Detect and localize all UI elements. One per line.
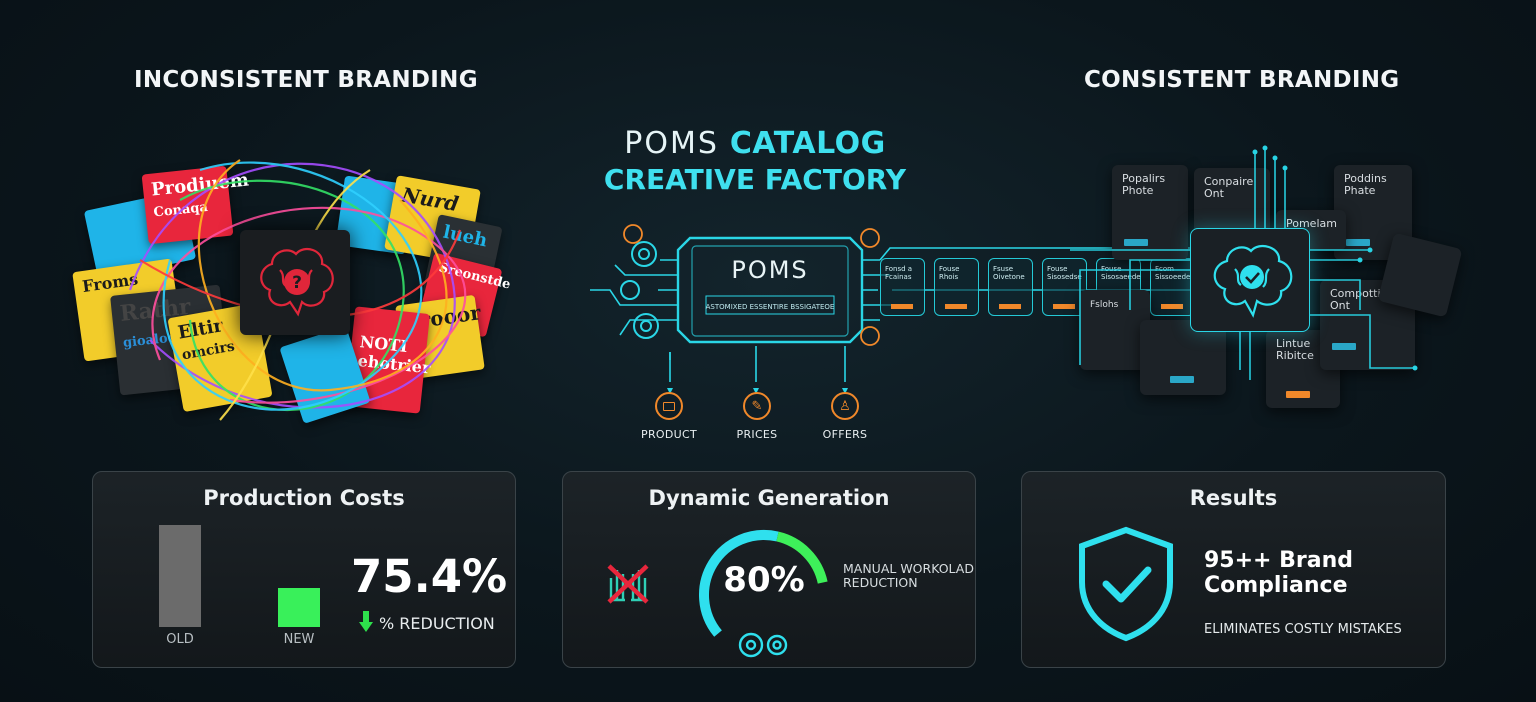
ai-brain-box	[1190, 228, 1310, 332]
flow-card: Fouse Rhois	[934, 258, 979, 316]
dynamic-generation-panel: Dynamic Generation 80% MANUAL WORKOLAD R…	[562, 471, 976, 668]
compliance-text: 95++ Brand Compliance	[1204, 548, 1353, 599]
compliance-line1: 95++ Brand	[1204, 548, 1354, 573]
gears-icon	[738, 632, 788, 658]
workload-desc-line1: MANUAL WORKOLAD	[843, 561, 974, 576]
compliance-line2: Compliance	[1204, 573, 1348, 599]
results-title: Results	[1189, 486, 1278, 510]
svg-text:?: ?	[292, 273, 302, 293]
brand-card	[1140, 320, 1226, 395]
reduction-percent: 75.4%	[351, 550, 508, 603]
workload-percent: 80%	[723, 560, 805, 600]
flow-card: Fouse Sisosedse	[1042, 258, 1087, 316]
prices-icon: ✎	[743, 392, 771, 420]
new-label: NEW	[283, 632, 315, 647]
flow-card: Fonsd a Fcainas	[880, 258, 925, 316]
results-panel: Results 95++ Brand Compliance ELIMINATES…	[1021, 471, 1446, 668]
new-cost-bar	[278, 588, 320, 627]
network-lines	[1070, 145, 1418, 380]
inconsistent-branding-title: INCONSISTENT BRANDING	[134, 67, 478, 93]
brain-question-icon: ?	[260, 247, 334, 317]
poms-title: POMS CATALOG CREATIVE FACTORY	[603, 126, 907, 196]
workload-desc: MANUAL WORKOLAD REDUCTION	[843, 562, 974, 590]
brand-card: Fslohs	[1080, 290, 1150, 370]
brain-check-icon	[1213, 244, 1293, 318]
brand-card: Popalirs Phote	[1112, 165, 1188, 260]
workload-desc-line2: REDUCTION	[843, 574, 918, 590]
input-offers: ♙ OFFERS	[812, 392, 878, 441]
offers-icon: ♙	[831, 392, 859, 420]
flow-card: Fsuse Oivetone	[988, 258, 1033, 316]
old-label: OLD	[166, 632, 194, 647]
results-subtext: ELIMINATES COSTLY MISTAKES	[1204, 622, 1402, 637]
consistent-illustration: Popalirs Phote Conpaire Ont Poddins Phat…	[1070, 140, 1470, 420]
input-product: PRODUCT	[636, 392, 702, 441]
flow-card: Fcom Sissoeedee	[1150, 258, 1195, 316]
shield-check-icon	[1074, 524, 1178, 642]
down-arrow-icon	[359, 611, 373, 633]
chip-subtext: ASTOMIXED ESSENTIRE BSSIGATEOE	[706, 303, 835, 311]
reduction-label: % REDUCTION	[379, 614, 495, 633]
production-costs-title: Production Costs	[203, 486, 405, 510]
input-prices: ✎ PRICES	[724, 392, 790, 441]
progress-ring	[699, 530, 828, 658]
poms-chip-diagram: POMS ASTOMIXED ESSENTIRE BSSIGATEOE	[590, 224, 1200, 394]
confused-brain-box: ?	[240, 230, 350, 335]
production-costs-panel: Production Costs OLD NEW 75.4% % REDUCTI…	[92, 471, 516, 668]
dynamic-generation-title: Dynamic Generation	[648, 486, 890, 510]
no-manual-icon	[603, 560, 653, 606]
chip-label: POMS	[731, 256, 808, 284]
product-icon	[655, 392, 683, 420]
old-cost-bar	[159, 525, 201, 627]
consistent-branding-title: CONSISTENT BRANDING	[1084, 67, 1400, 93]
